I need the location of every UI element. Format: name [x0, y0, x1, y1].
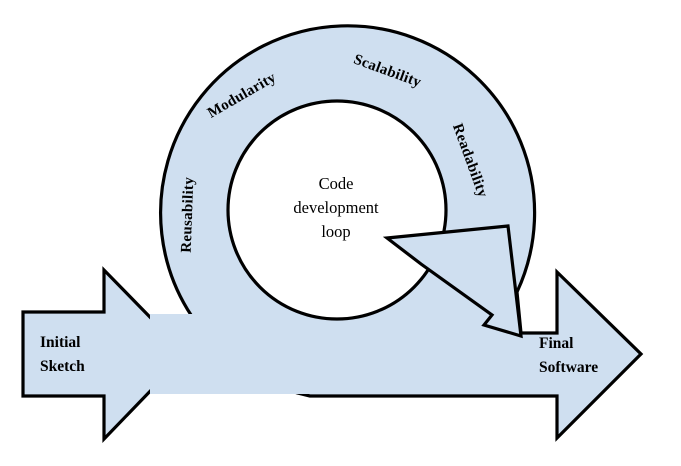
center-label-line2: development	[293, 198, 379, 217]
center-label-line1: Code	[319, 174, 354, 193]
loop-arrowhead	[382, 224, 523, 339]
initial-sketch-arrow	[21, 266, 189, 443]
final-software-label-line1: Final	[539, 335, 574, 352]
loop-inner-circle	[226, 99, 448, 321]
initial-sketch-label-line2: Sketch	[40, 358, 85, 375]
final-software-label-line2: Software	[539, 359, 598, 376]
center-label-line3: loop	[321, 222, 350, 241]
loop-connector-band	[150, 314, 312, 394]
ring-label-reusability: Reusability	[179, 177, 198, 254]
initial-sketch-label-line1: Initial	[40, 334, 81, 351]
